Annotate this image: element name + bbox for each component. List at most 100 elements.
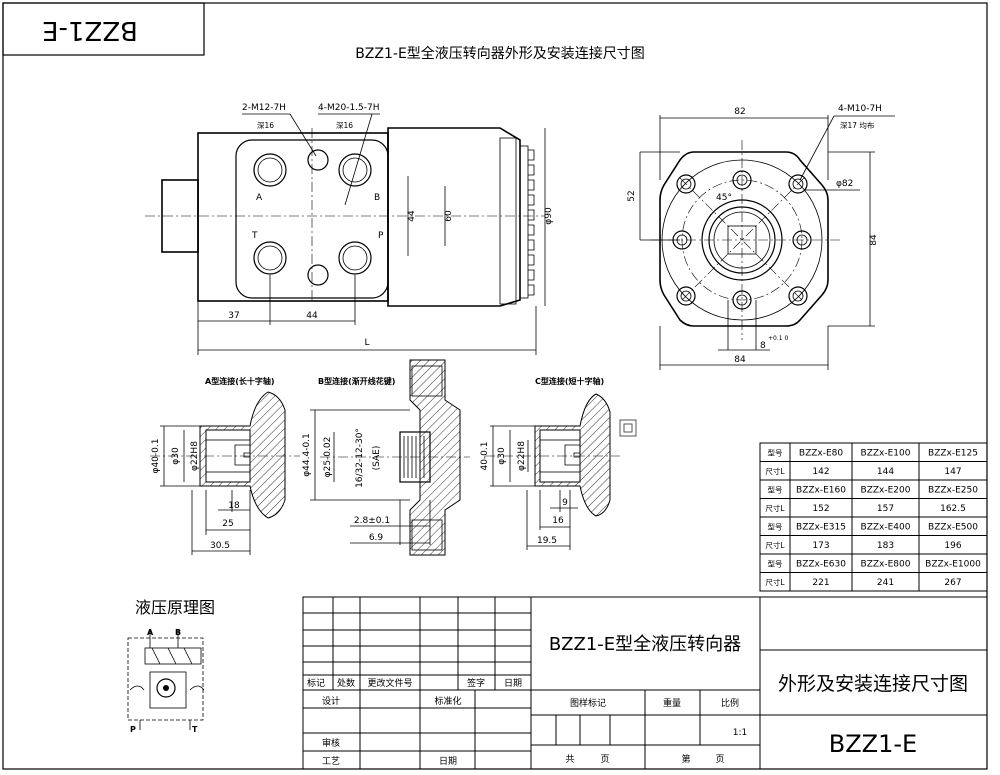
tb-review: 审核 [322, 737, 340, 749]
size-table-cell: 241 [877, 578, 894, 588]
side-thread-depth: 深17 均布 [840, 120, 875, 130]
tb-drawing-number: BZZ1-E [829, 730, 917, 758]
tb-product: BZZ1-E型全液压转向器 [549, 634, 741, 655]
schematic-t: T [192, 725, 198, 734]
size-table-row-header: 型号 [768, 486, 783, 495]
detail-b-69: 6.9 [369, 533, 384, 543]
tb-page: 页 [600, 754, 609, 765]
size-table-cell: 157 [877, 504, 894, 514]
tb-page2: 页 [715, 754, 724, 765]
tb-count: 处数 [337, 677, 355, 689]
top-drawing-number-box: BZZ1-E [2, 2, 205, 56]
detail-b-d25: φ25-0.02 [323, 437, 333, 478]
size-table-cell: 183 [877, 541, 894, 551]
size-table-cell: BZZx-E200 [861, 486, 911, 496]
size-table-cell: BZZx-E500 [928, 523, 978, 533]
size-table-cell: BZZx-E80 [799, 449, 843, 459]
tb-design: 设计 [322, 695, 340, 707]
detail-a: A型连接(长十字轴) φ40-0.1 φ30 φ22H8 18 25 30.5 [150, 376, 300, 555]
detail-c-9: 9 [562, 498, 568, 508]
tb-process: 工艺 [322, 756, 340, 767]
detail-c-title: C型连接(短十字轴) [535, 376, 604, 386]
zoom-icon[interactable] [619, 419, 637, 437]
detail-a-25: 25 [222, 519, 233, 529]
dim-37: 37 [228, 311, 239, 321]
port-t-label: T [251, 231, 258, 241]
schematic-b: B [175, 628, 181, 637]
size-table: 型号 BZZx-E80 BZZx-E100 BZZx-E125 尺寸L 142 144 147… [759, 442, 988, 592]
dim-52: 52 [627, 190, 637, 201]
thread1-depth: 深16 [257, 121, 274, 130]
tb-sample-mark: 图样标记 [570, 697, 606, 709]
size-table-cell: BZZx-E1000 [925, 560, 981, 570]
detail-a-305: 30.5 [210, 541, 230, 551]
detail-c-d40: 40-0.1 [480, 441, 490, 470]
size-table-cell: BZZx-E250 [928, 486, 978, 496]
size-table-cell: BZZx-E100 [861, 449, 911, 459]
dim-44-horizontal: 44 [306, 311, 318, 321]
size-table-cell: BZZx-E125 [928, 449, 978, 459]
detail-b-28: 2.8±0.1 [354, 516, 390, 526]
main-title: BZZ1-E型全液压转向器外形及安装连接尺寸图 [355, 45, 645, 62]
size-table-cell: 152 [812, 504, 829, 514]
dim-82: 82 [734, 107, 745, 117]
detail-c-d30: φ30 [497, 447, 507, 465]
schematic-p: P [130, 725, 136, 734]
schematic-a: A [147, 628, 154, 637]
dim-60-vertical: 60 [444, 210, 454, 222]
size-table-row-header: 型号 [768, 523, 783, 532]
size-table-cell: 196 [944, 541, 961, 551]
title-block: 标记 处数 更改文件号 签字 日期 设计 标准化 审核 工艺 日期 BZZ1-E… [302, 596, 988, 770]
detail-a-title: A型连接(长十字轴) [205, 376, 275, 386]
dim-90-vertical: φ90 [544, 207, 554, 225]
detail-b-d44: φ44.4-0.1 [302, 433, 312, 477]
side-thread-label: 4-M10-7H [838, 104, 882, 114]
end-bolts-teeth [528, 149, 535, 296]
tb-scale: 比例 [721, 697, 739, 709]
size-table-row-header: 型号 [768, 449, 783, 458]
detail-b-sae: (SAE) [372, 446, 382, 471]
port-b-label: B [374, 193, 380, 203]
tb-sign: 签字 [467, 677, 485, 689]
schematic-title: 液压原理图 [135, 598, 215, 617]
size-table-row-header: 尺寸L [765, 540, 785, 550]
tb-drawing-name: 外形及安装连接尺寸图 [778, 673, 968, 695]
tb-date: 日期 [504, 678, 522, 689]
detail-a-d40: φ40-0.1 [151, 439, 161, 474]
dim-phi82: φ82 [836, 179, 853, 189]
detail-b-spline: 16/32-12-30° [355, 428, 365, 488]
size-table-cell: 144 [877, 467, 894, 477]
front-view: A B T P 2-M12-7H 深16 4-M20-1.5-7H 深16 44… [145, 103, 554, 355]
top-drawing-number: BZZ1-E [42, 15, 138, 45]
angle-45: 45° [716, 193, 732, 203]
size-table-cell: 147 [944, 467, 961, 477]
detail-a-d30: φ30 [171, 447, 181, 465]
dim-84-right: 84 [869, 234, 879, 246]
dim-8: 8 [760, 341, 766, 351]
size-table-row-header: 尺寸L [765, 503, 785, 513]
size-table-cell: BZZx-E400 [861, 523, 911, 533]
side-view: 82 4-M10-7H 深17 均布 52 45° φ82 84 84 8 +0… [627, 104, 895, 370]
dim-44-vertical: 44 [407, 210, 417, 222]
dim-L: L [364, 338, 369, 348]
size-table-cell: 221 [812, 578, 829, 588]
tb-sheet: 第 [681, 753, 690, 765]
size-table-row-header: 尺寸L [765, 466, 785, 476]
size-table-cell: 267 [944, 578, 961, 588]
detail-b: B型连接(渐开线花键) φ44.4-0.1 φ25-0.02 16/32-12-… [302, 359, 470, 556]
size-table-cell: 173 [812, 541, 829, 551]
dim-8-tolerance: +0.1 0 [768, 335, 788, 342]
dim-84-bottom: 84 [734, 355, 746, 365]
tb-date2: 日期 [439, 756, 457, 767]
size-table-cell: BZZx-E630 [796, 560, 846, 570]
detail-c-195: 19.5 [537, 536, 557, 546]
tb-total: 共 [565, 754, 574, 765]
size-table-cell: 142 [812, 467, 829, 477]
tb-scale-value: 1:1 [733, 728, 747, 738]
port-p-label: P [378, 231, 384, 241]
size-table-row-header: 型号 [768, 560, 783, 569]
thread1-label: 2-M12-7H [242, 103, 286, 113]
detail-c-d22: φ22H8 [517, 441, 527, 471]
size-table-cell: BZZx-E315 [796, 523, 846, 533]
